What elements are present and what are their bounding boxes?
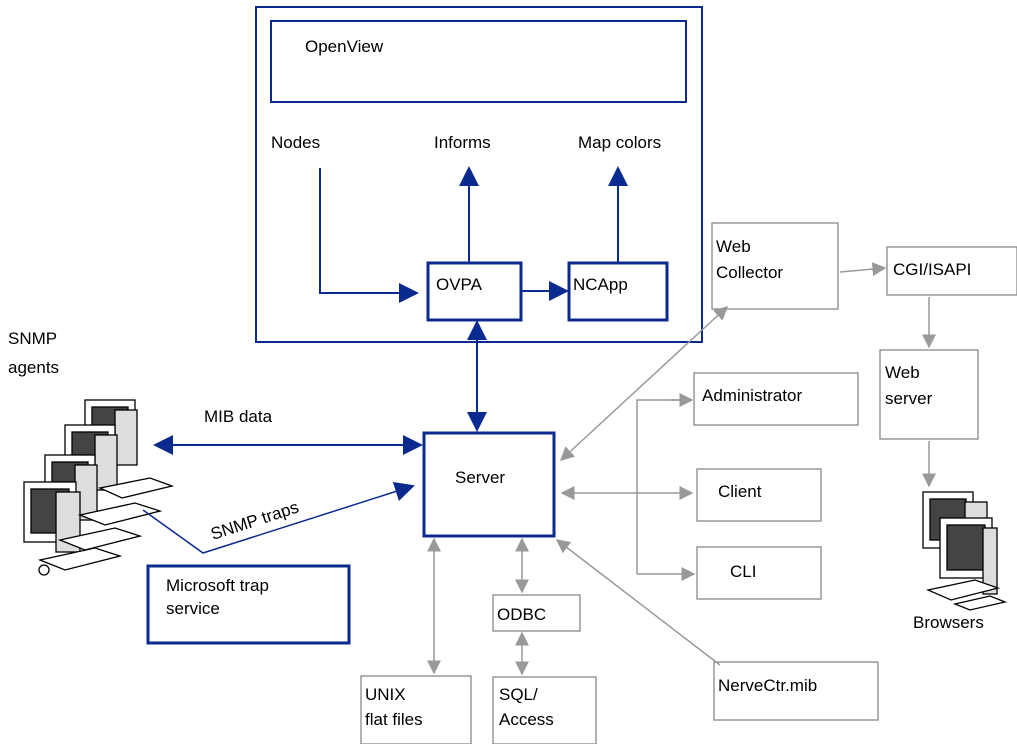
openview-title: OpenView xyxy=(305,37,384,56)
collector-to-cgi-arrow xyxy=(839,262,887,277)
ovpa-label: OVPA xyxy=(436,275,483,294)
sql-access-box xyxy=(492,676,597,744)
web-collector-label-line1: Web xyxy=(716,237,751,256)
snmp-agents-computers-icon xyxy=(23,399,175,576)
administrator-box xyxy=(693,372,859,426)
nervectr-to-server-arrow xyxy=(555,539,721,666)
cli-box xyxy=(696,546,822,600)
client-box xyxy=(696,468,822,522)
browsers-computers-icon xyxy=(922,491,1008,611)
sql-label-line2: Access xyxy=(499,710,554,729)
web-server-label-line1: Web xyxy=(885,363,920,382)
sql-label-line1: SQL/ xyxy=(499,685,538,704)
odbc-label: ODBC xyxy=(497,605,546,624)
trap-service-label-line2: service xyxy=(166,599,220,618)
web-server-box xyxy=(879,349,979,440)
unix-label-line1: UNIX xyxy=(365,685,406,704)
ncapp-label: NCApp xyxy=(573,275,628,294)
unix-flat-files-box xyxy=(360,675,472,744)
web-server-label-line2: server xyxy=(885,389,933,408)
browsers-label: Browsers xyxy=(913,613,984,632)
client-label: Client xyxy=(718,482,762,501)
bus-line xyxy=(636,399,692,574)
microsoft-trap-service-box xyxy=(146,564,351,645)
mib-data-label: MIB data xyxy=(204,407,273,426)
unix-label-line2: flat files xyxy=(365,710,423,729)
informs-label: Informs xyxy=(434,133,491,152)
map-colors-label: Map colors xyxy=(578,133,661,152)
odbc-box xyxy=(492,594,581,632)
server-label: Server xyxy=(455,468,505,487)
snmp-agents-label-line2: agents xyxy=(8,358,59,377)
web-collector-box xyxy=(711,222,839,310)
server-webcollector-arrow xyxy=(559,306,729,461)
snmp-agents-label-line1: SNMP xyxy=(8,329,57,348)
nodes-label: Nodes xyxy=(271,133,320,152)
openview-box xyxy=(270,20,687,103)
server-box xyxy=(422,431,556,538)
cli-label: CLI xyxy=(730,562,756,581)
administrator-label: Administrator xyxy=(702,386,802,405)
cgi-isapi-label: CGI/ISAPI xyxy=(893,260,971,279)
nodes-to-ovpa-arrow xyxy=(319,168,419,303)
nervectr-mib-box xyxy=(713,661,879,721)
nervectr-mib-label: NerveCtr.mib xyxy=(718,676,817,695)
cgi-isapi-box xyxy=(886,246,1017,296)
web-collector-label-line2: Collector xyxy=(716,263,783,282)
trap-service-label-line1: Microsoft trap xyxy=(166,576,269,595)
snmp-traps-arrow xyxy=(142,481,415,554)
